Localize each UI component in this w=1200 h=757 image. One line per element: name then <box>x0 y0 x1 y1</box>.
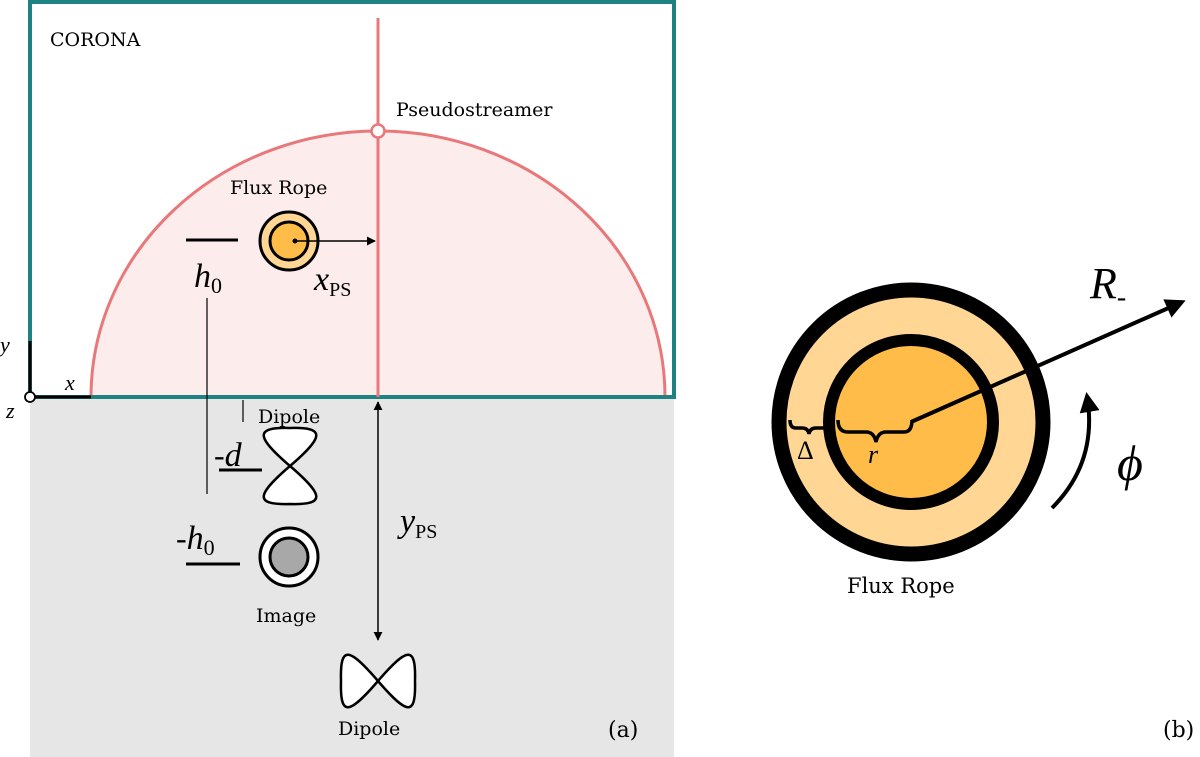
corona-label: CORONA <box>50 29 141 51</box>
panel-a-tag: (a) <box>608 718 638 743</box>
z-axis-origin <box>24 391 36 403</box>
neg-d-label: -d <box>214 437 243 474</box>
image-rope-inner <box>268 536 310 578</box>
dipole-lower-icon <box>339 653 417 709</box>
radius-arrow <box>910 299 1186 424</box>
axis-y-label: y <box>0 332 10 357</box>
pseudostreamer-null-point <box>370 123 386 139</box>
panel-a: CORONA Pseudostreamer Flux Rope xPS h0 y… <box>0 0 676 757</box>
neg-h0-label: -h0 <box>176 520 215 560</box>
phi-arrow <box>1050 392 1100 510</box>
corona-box <box>28 0 676 399</box>
r-brace <box>836 419 914 443</box>
phi-label: ϕ <box>1117 435 1143 491</box>
r-outer-label: R- <box>1089 259 1126 313</box>
image-label: Image <box>256 605 316 627</box>
h0-label: h0 <box>194 258 222 298</box>
delta-label: Δ <box>797 436 814 465</box>
dipole-lower-label: Dipole <box>338 718 400 740</box>
flux-rope-b-label: Flux Rope <box>847 574 955 598</box>
panel-b: R- r Δ ϕ Flux Rope (b) <box>771 259 1194 743</box>
axis-x-label: x <box>64 370 75 395</box>
flux-rope-label: Flux Rope <box>230 177 327 199</box>
pseudostreamer-label: Pseudostreamer <box>396 99 553 121</box>
delta-brace <box>788 419 830 435</box>
xps-label: xPS <box>313 261 351 301</box>
axis-z-label: z <box>5 398 15 423</box>
dipole-upper-label: Dipole <box>258 406 320 428</box>
panel-b-tag: (b) <box>1163 718 1194 743</box>
yps-label: yPS <box>397 503 437 543</box>
r-label: r <box>868 440 879 469</box>
dipole-upper-icon <box>262 426 318 506</box>
